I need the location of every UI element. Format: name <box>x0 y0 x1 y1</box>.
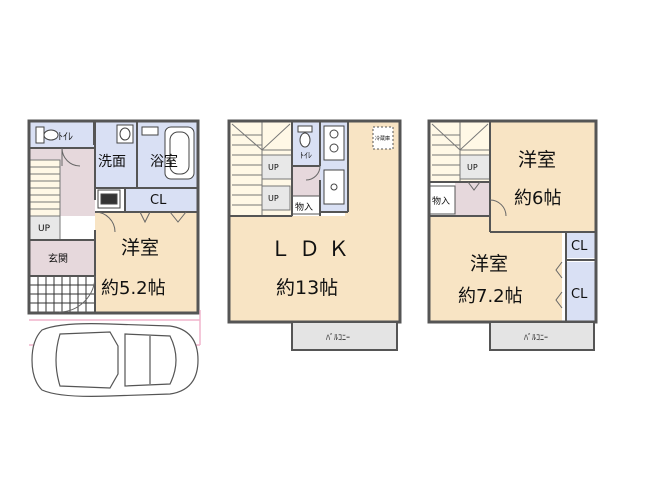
floor3-hall <box>455 182 490 216</box>
floor3-room-a-name: 洋室 <box>518 149 556 171</box>
floor3-room-b-name: 洋室 <box>470 253 508 275</box>
floor1-entrance-label: 玄関 <box>48 252 68 265</box>
floor3-balcony-label: ﾊﾞﾙｺﾆｰ <box>524 333 548 342</box>
floor3-storage-label: 物入 <box>432 195 450 207</box>
floor3-doors <box>467 181 563 309</box>
floor3-up-box <box>459 154 491 180</box>
floor2-up-label-a: UP <box>268 163 279 172</box>
fridge-icon <box>372 126 394 150</box>
washing-machine-icon <box>97 189 121 209</box>
floor2-toilet-label: ﾄｲﾚ <box>300 151 312 160</box>
ldk-area <box>230 122 399 321</box>
floor1-entrance-tiles <box>29 275 96 313</box>
floor2-up-label-b: UP <box>268 194 279 203</box>
fridge-label: 冷蔵庫 <box>375 135 390 142</box>
floor1-interior-walls <box>30 121 198 312</box>
stove-icon <box>323 125 345 161</box>
floor1-bathroom-label: 浴室 <box>150 153 178 170</box>
floor2-balcony-label: ﾊﾞﾙｺﾆｰ <box>326 333 350 342</box>
washbasin-icon <box>116 124 134 144</box>
floor-3: UP 物入 洋室 約6帖 洋室 約7.2帖 CL CL ﾊﾞﾙｺﾆｰ <box>427 119 598 351</box>
toilet-fixture-icon-2 <box>297 125 313 148</box>
floor3-closet-b-label: CL <box>571 287 588 302</box>
floor3-room-a-area <box>490 122 595 232</box>
shower-icon <box>141 126 159 136</box>
floor1-closet-label: CL <box>150 193 167 208</box>
floor2-up-box-a <box>261 154 293 180</box>
floor3-storage-area <box>429 185 456 215</box>
floor-2: ﾄｲﾚ UP UP 物入 冷蔵庫 ＬＤＫ 約13帖 ﾊﾞﾙｺﾆｰ <box>227 119 402 351</box>
ldk-name: ＬＤＫ <box>270 237 357 261</box>
floor1-doors <box>58 147 187 313</box>
floor2-door-swing <box>305 165 321 181</box>
floor3-balcony <box>489 321 595 351</box>
floor2-up-box-b <box>261 185 291 211</box>
sink-icon <box>323 169 345 205</box>
floor2-outer-wall <box>227 119 402 324</box>
floor3-up-label: UP <box>467 163 478 172</box>
floor1-closet-area <box>125 188 197 212</box>
ldk-size: 約13帖 <box>276 277 338 299</box>
floor1-outer-wall <box>27 119 200 315</box>
floor2-interior-walls <box>229 121 349 217</box>
floor1-bedroom-size: 約5.2帖 <box>101 278 166 299</box>
car-icon <box>31 323 199 397</box>
floor1-washroom-label: 洗面 <box>98 154 126 170</box>
floor3-room-b-area <box>430 216 562 321</box>
floor2-balcony <box>291 321 398 351</box>
floor3-closet-b-area <box>566 262 595 321</box>
floor1-entrance-floor <box>30 240 95 276</box>
floor1-up-label: UP <box>38 224 51 234</box>
floor1-bedroom-area <box>95 212 197 312</box>
floor3-room-b-size: 約7.2帖 <box>458 286 523 307</box>
floor3-closet-a-area <box>566 232 595 258</box>
floor-1: ﾄｲﾚ 洗面 浴室 CL UP 玄関 洋室 約5.2帖 <box>27 119 201 397</box>
bathtub-icon <box>164 126 195 180</box>
floor1-toilet-label: ﾄｲﾚ <box>58 132 73 143</box>
floor2-storage-label: 物入 <box>295 201 313 213</box>
floor1-bedroom-name: 洋室 <box>121 237 159 259</box>
toilet-fixture-icon <box>35 126 59 144</box>
floor3-room-a-size: 約6帖 <box>514 188 561 209</box>
floor3-closet-a-label: CL <box>571 239 588 254</box>
floor1-stairs <box>29 159 61 217</box>
